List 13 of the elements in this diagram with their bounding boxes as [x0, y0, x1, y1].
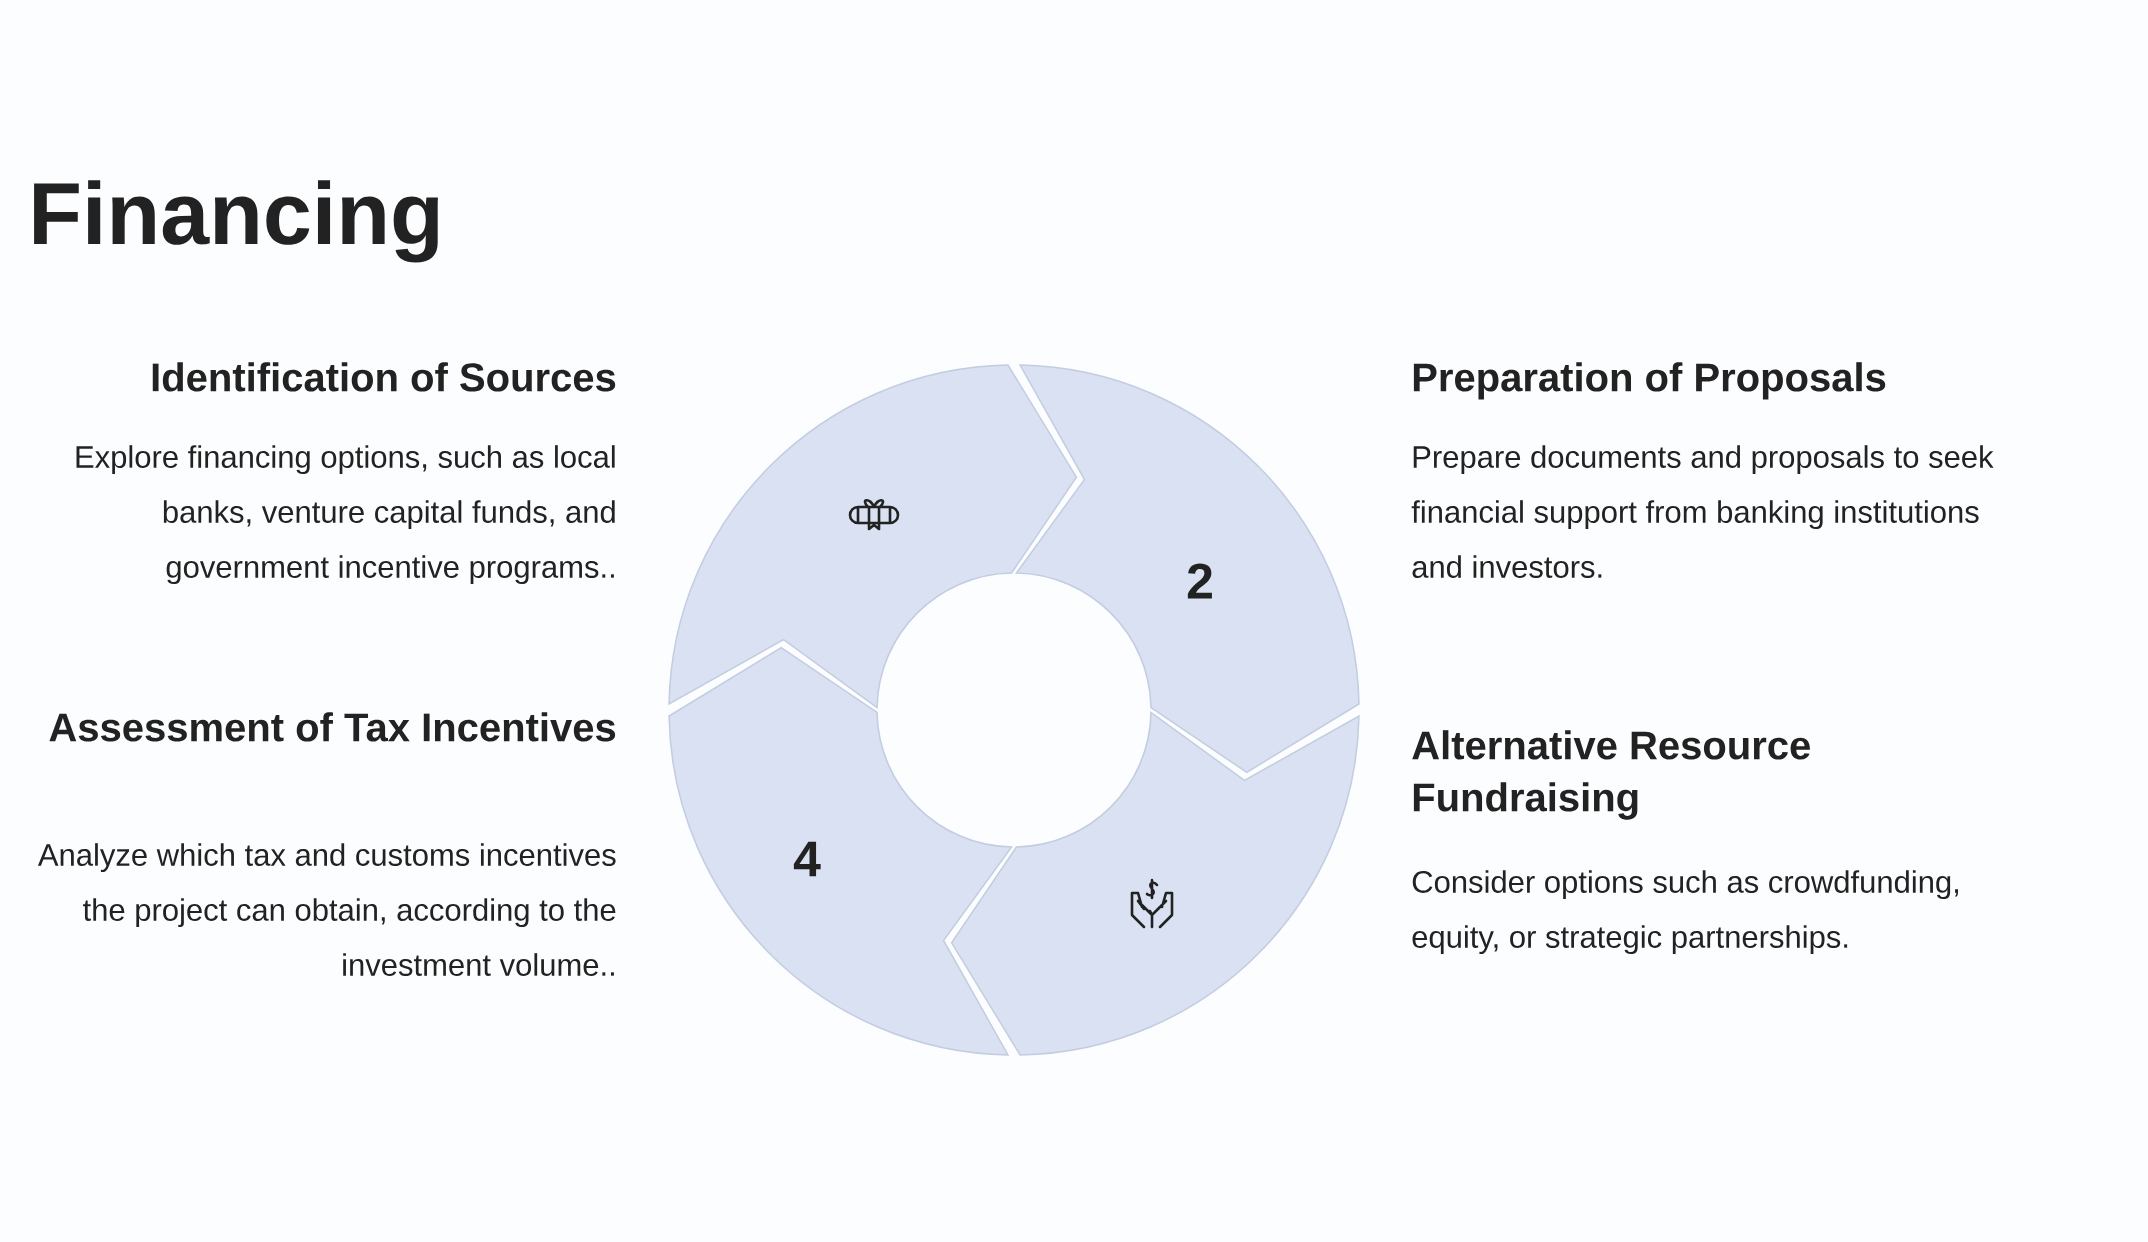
step-description: Explore financing options, such as local banks, venture capital funds, and government incentive programs.. [76, 445, 615, 585]
cycle-segment [950, 711, 1360, 1056]
step-description: Consider options such as crowdfunding, equity, or strategic partnerships. [1412, 870, 1958, 955]
title: Financing [34, 180, 438, 263]
step-heading: Preparation of Proposals [1413, 362, 1886, 400]
step-heading: Alternative Resource Fundraising [1412, 730, 1810, 820]
cycle-segment: 2 [1015, 364, 1360, 774]
cycle-segment [668, 364, 1078, 709]
step-heading: Assessment of Tax Incentives [49, 712, 616, 742]
step-description: Prepare documents and proposals to seek financial support from banking institutions and investors. [1411, 445, 1994, 578]
step-heading: Identification of Sources [152, 362, 616, 392]
cycle-segment: 4 [668, 646, 1013, 1056]
step-description: Analyze which tax and customs incentives the project can obtain, according to the investment volume.. [37, 843, 616, 976]
